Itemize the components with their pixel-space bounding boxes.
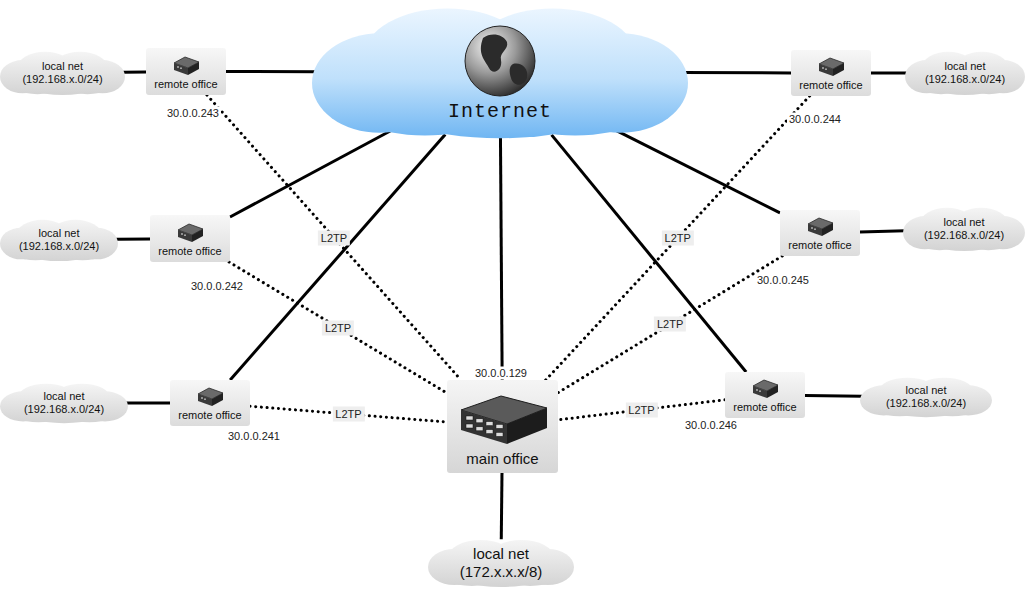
ip-address: 30.0.0.243 (165, 107, 221, 120)
node-text: remote office (154, 78, 217, 91)
node-text: remote office (178, 409, 241, 422)
node-text: remote office (733, 401, 796, 414)
node-text: remote office (788, 239, 851, 252)
node-text: local net (192.168.x.0/24) (880, 384, 972, 410)
node-text: local net (192.168.x.0/24) (18, 390, 110, 416)
network-link (500, 138, 502, 380)
network-link (126, 402, 170, 405)
router-icon (171, 54, 201, 78)
ip-address: 30.0.0.245 (755, 274, 811, 287)
local-net-cloud: local net (172.x.x.x/8) (428, 538, 574, 588)
network-link (871, 72, 907, 75)
remote-office-box: remote office (780, 210, 860, 256)
remote-office-box: remote office (170, 380, 250, 426)
network-link (860, 231, 905, 232)
tunnel-line (229, 262, 447, 393)
network-link (230, 126, 399, 217)
network-link (552, 135, 747, 372)
network-link (682, 71, 791, 74)
main-router-icon (455, 392, 551, 450)
router-icon (175, 221, 205, 245)
tunnel-label: L2TP (332, 407, 364, 422)
local-net-cloud: local net (192.168.x.0/24) (0, 218, 118, 262)
ip-address: 30.0.0.244 (787, 113, 843, 126)
network-link (123, 70, 146, 73)
local-net-cloud: local net (192.168.x.0/24) (0, 382, 128, 424)
tunnel-label: L2TP (318, 230, 350, 245)
network-link (500, 473, 504, 539)
node-text: local net (192.168.x.0/24) (17, 60, 109, 86)
ip-address: 30.0.0.246 (683, 419, 739, 432)
internet-cloud: Internet (312, 3, 688, 141)
main-office-box: main office (447, 380, 558, 473)
node-text: main office (466, 450, 538, 468)
network-link (606, 125, 780, 213)
local-net-cloud: local net (192.168.x.0/24) (0, 50, 125, 96)
ip-address: 30.0.0.129 (473, 367, 529, 380)
network-link (226, 70, 318, 73)
tunnel-label: L2TP (654, 317, 686, 332)
remote-office-box: remote office (150, 215, 230, 262)
tunnel-line (558, 400, 725, 420)
node-text: remote office (799, 79, 862, 92)
remote-office-box: remote office (791, 50, 871, 96)
local-net-cloud: local net (192.168.x.0/24) (903, 206, 1025, 252)
local-net-cloud: local net (192.168.x.0/24) (860, 376, 992, 418)
router-icon (750, 377, 780, 401)
node-text: local net (192.168.x.0/24) (919, 60, 1011, 86)
network-link (116, 237, 150, 240)
node-text: remote office (158, 245, 221, 258)
ip-address: 30.0.0.242 (189, 280, 245, 293)
network-link (230, 135, 445, 380)
remote-office-box: remote office (725, 372, 805, 418)
network-link (805, 394, 862, 398)
globe-icon (463, 24, 537, 98)
ip-address: 30.0.0.241 (226, 430, 282, 443)
local-net-cloud: local net (192.168.x.0/24) (905, 50, 1025, 96)
node-text: local net (192.168.x.0/24) (918, 216, 1010, 242)
tunnel-label: L2TP (625, 402, 657, 417)
tunnel-label: L2TP (322, 320, 354, 335)
tunnel-line (207, 95, 461, 380)
tunnel-label: L2TP (662, 231, 694, 246)
node-text: Internet (448, 101, 552, 123)
tunnel-line (546, 96, 810, 380)
remote-office-box: remote office (146, 48, 226, 95)
router-icon (816, 55, 846, 79)
tunnel-line (250, 406, 447, 422)
node-text: local net (192.168.x.0/24) (13, 227, 105, 253)
router-icon (195, 385, 225, 409)
node-text: local net (172.x.x.x/8) (443, 545, 559, 581)
router-icon (805, 215, 835, 239)
